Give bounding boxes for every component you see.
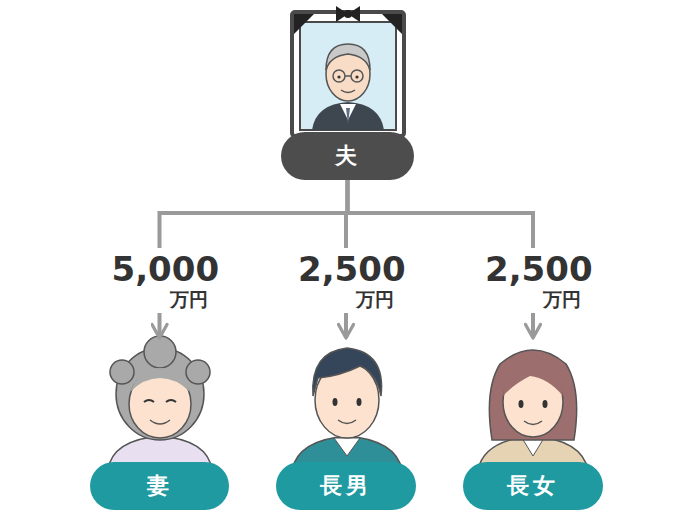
amount-label: 2,500 万円 [295, 248, 397, 313]
amount-label: 5,000 万円 [109, 248, 211, 313]
amount-label: 2,500 万円 [482, 248, 584, 313]
heir-node: 長男 [276, 338, 416, 510]
portrait-frame [292, 6, 404, 136]
name-label: 妻 [90, 462, 229, 510]
name-label: 夫 [281, 132, 414, 180]
deceased-node: 夫 [281, 8, 414, 180]
daughter-figure [478, 350, 588, 470]
name-label: 長男 [276, 462, 416, 510]
name-label: 長女 [463, 462, 603, 510]
wife-figure [108, 336, 212, 470]
heir-node: 長女 [463, 338, 603, 510]
heir-node: 妻 [90, 338, 229, 510]
son-figure [292, 348, 402, 470]
